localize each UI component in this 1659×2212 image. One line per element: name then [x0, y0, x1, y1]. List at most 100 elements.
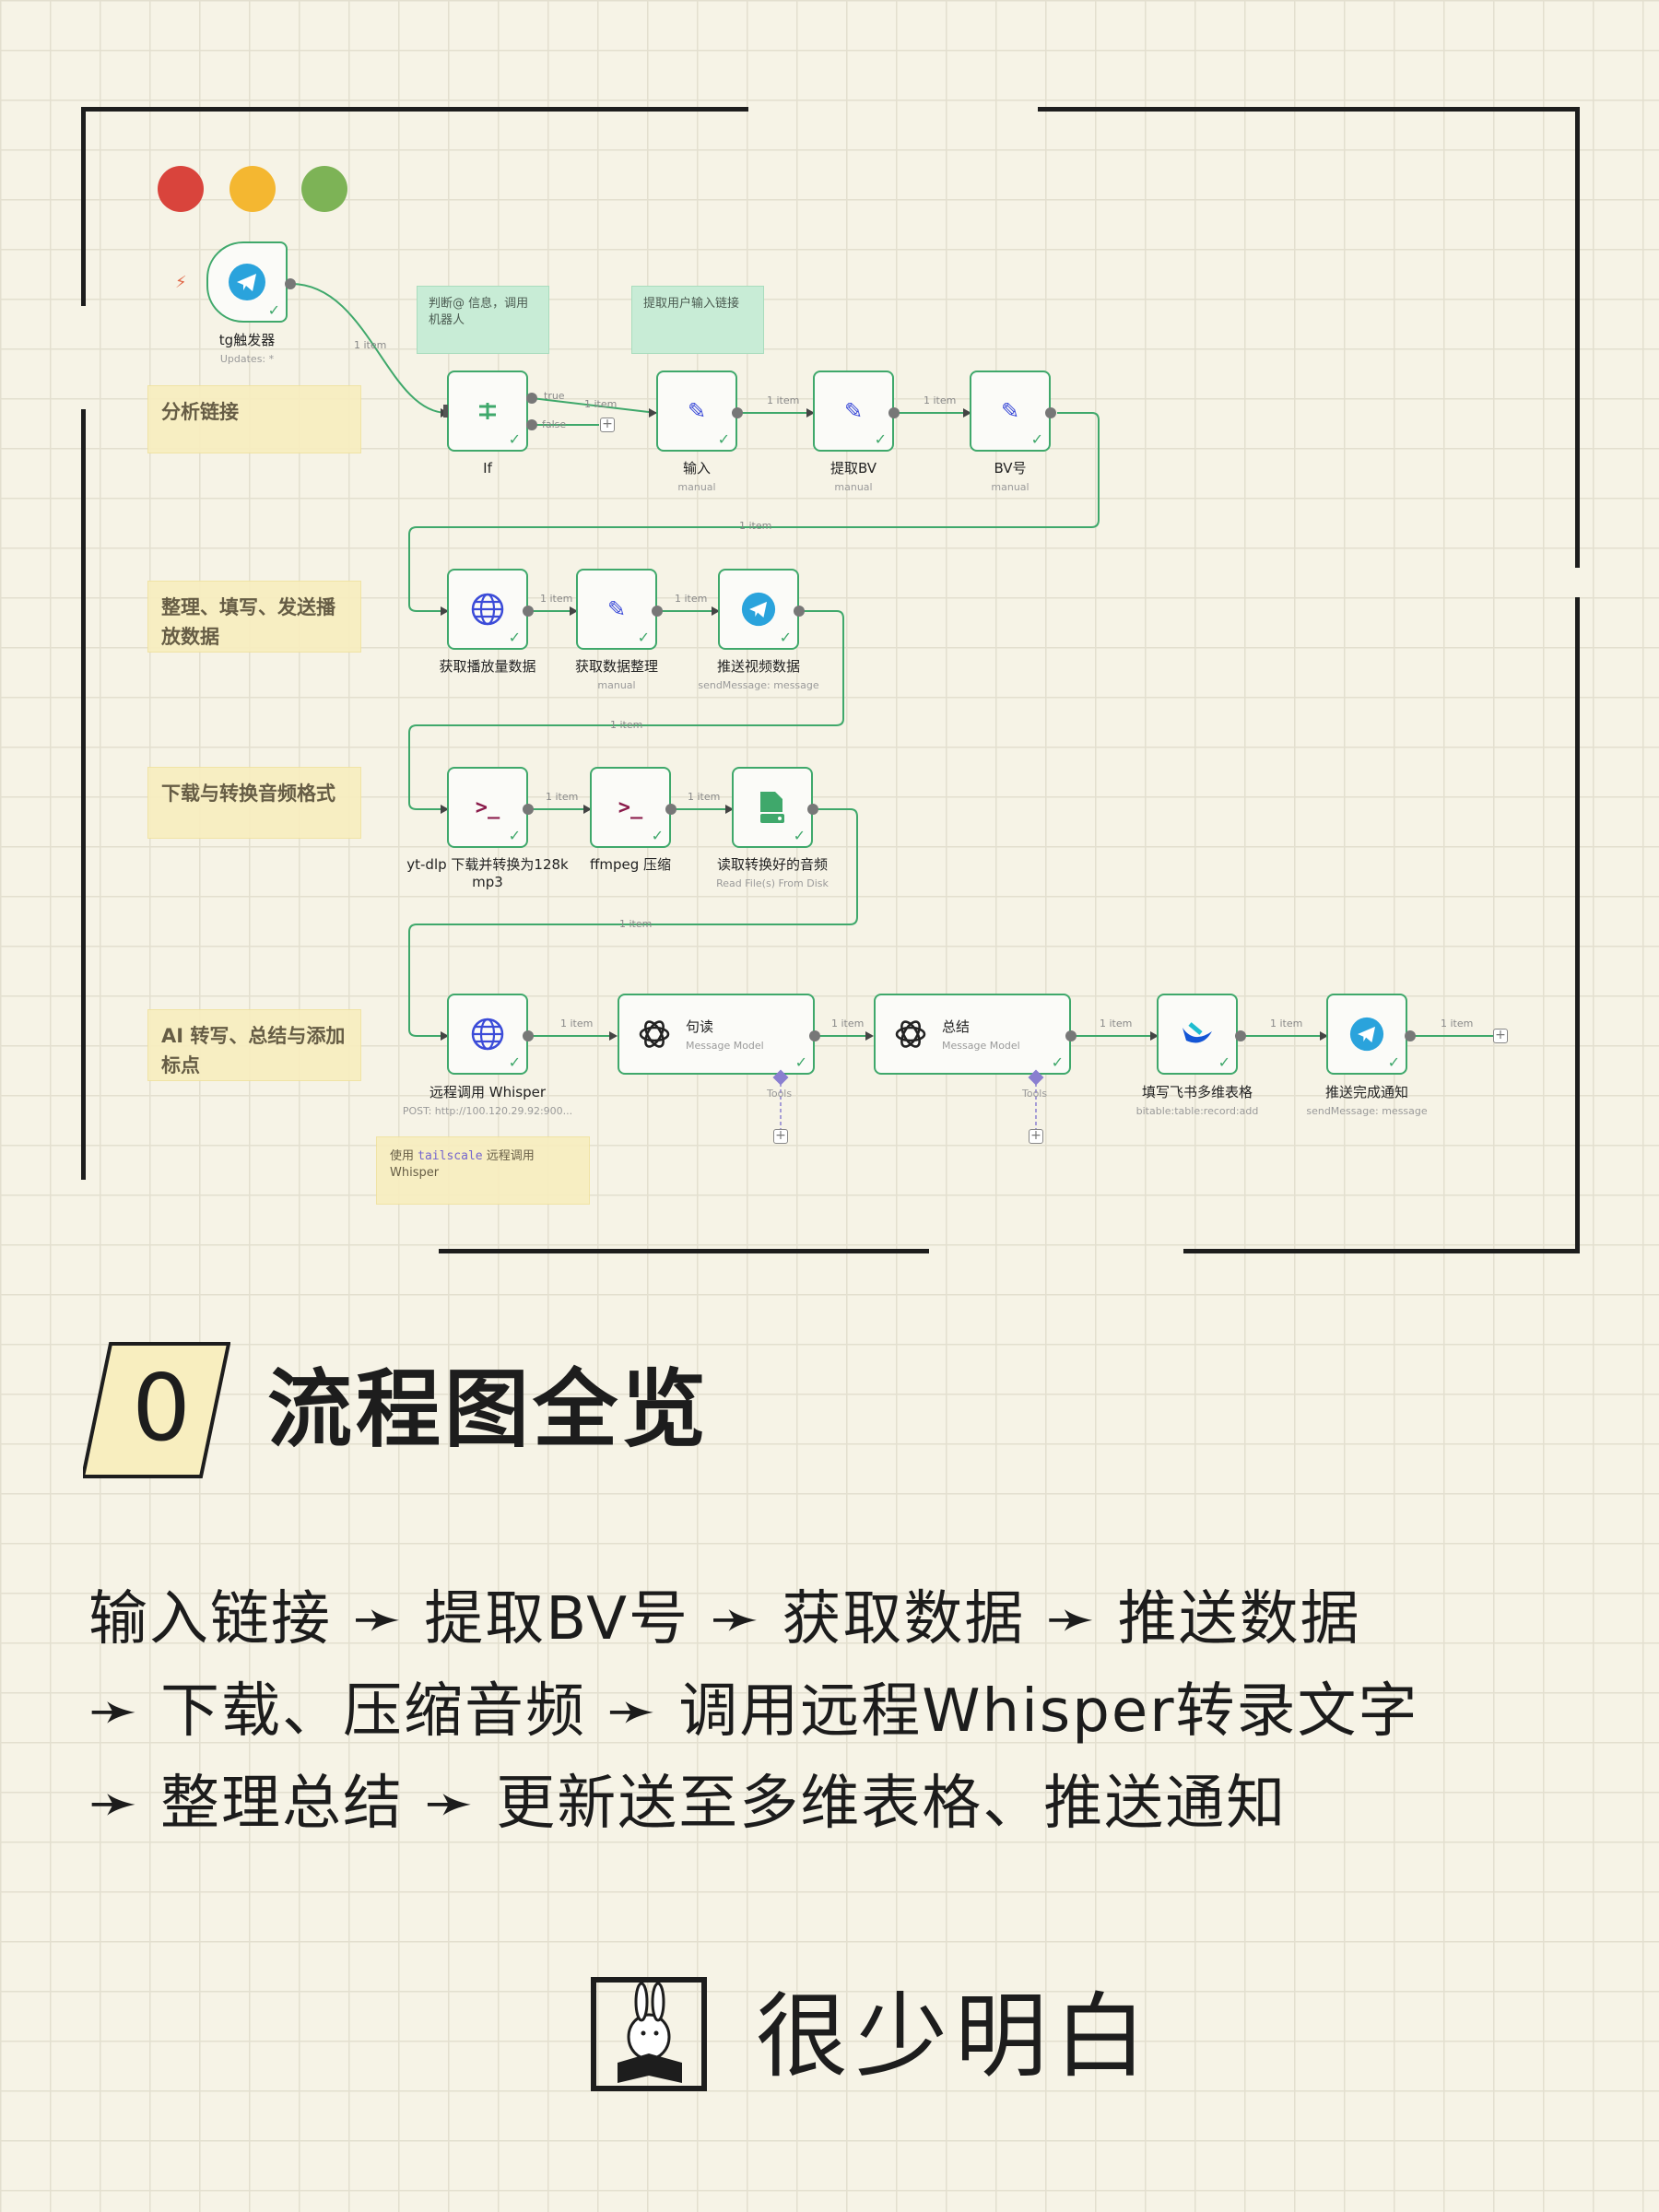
node-label: yt-dlp 下载并转换为128k mp3: [406, 856, 569, 890]
check-icon: ✓: [794, 1053, 807, 1071]
node-feishu[interactable]: ✓: [1157, 994, 1238, 1075]
node-notify[interactable]: ✓: [1326, 994, 1407, 1075]
port-out[interactable]: [1235, 1030, 1246, 1041]
port-out[interactable]: [809, 1030, 820, 1041]
edge-false-label: false: [542, 418, 567, 430]
port-out-true[interactable]: [526, 393, 537, 404]
sticky-download-audio: 下载与转换音频格式: [147, 767, 361, 839]
edge-label: 1 item: [584, 398, 618, 410]
port-out[interactable]: [523, 1030, 534, 1041]
frame-left-top: [81, 107, 86, 306]
minimize-window-dot[interactable]: [229, 166, 276, 212]
edge-label: 1 item: [610, 719, 643, 731]
port-out[interactable]: [285, 278, 296, 289]
node-tg-trigger[interactable]: ✓: [206, 241, 288, 323]
node-sub: bitable:table:record:add: [1135, 1105, 1259, 1117]
node-fetch-play[interactable]: ✓: [447, 569, 528, 650]
node-if[interactable]: ✓: [447, 371, 528, 452]
telegram-icon: [1349, 1017, 1384, 1052]
node-extract-bv[interactable]: ✎✓: [813, 371, 894, 452]
node-input[interactable]: ✎✓: [656, 371, 737, 452]
port-in[interactable]: [443, 405, 448, 418]
add-node-button[interactable]: +: [1493, 1029, 1508, 1043]
pencil-icon: ✎: [1000, 398, 1020, 424]
node-label: 推送完成通知: [1324, 1084, 1408, 1100]
node-sub: Updates: *: [219, 353, 275, 365]
node-sub: Message Model: [942, 1040, 1020, 1052]
add-tool-button[interactable]: +: [773, 1129, 788, 1144]
frame-right-top: [1575, 107, 1580, 568]
file-disk-icon: [760, 792, 784, 823]
tailscale-code: tailscale: [418, 1149, 483, 1163]
sticky-ai-transcribe: AI 转写、总结与添加标点: [147, 1009, 361, 1081]
edge-label: 1 item: [1270, 1018, 1303, 1030]
port-out[interactable]: [665, 804, 677, 815]
port-out[interactable]: [807, 804, 818, 815]
node-sub: POST: http://100.120.29.92:900...: [402, 1105, 573, 1117]
edge-label: 1 item: [767, 394, 800, 406]
edge-label: 1 item: [619, 918, 653, 930]
frame-right-bottom: [1575, 597, 1580, 1253]
check-icon: ✓: [717, 430, 730, 448]
node-whisper[interactable]: ✓: [447, 994, 528, 1075]
note-extract-link: 提取用户输入链接: [631, 286, 764, 354]
node-label: 获取数据整理: [574, 658, 658, 675]
add-node-button[interactable]: +: [600, 418, 615, 432]
section-number: 0: [132, 1354, 191, 1462]
node-bv-number[interactable]: ✎✓: [970, 371, 1051, 452]
edge-label: 1 item: [675, 593, 708, 605]
check-icon: ✓: [508, 827, 521, 844]
note-judge-mention: 判断@ 信息，调用机器人: [417, 286, 549, 354]
port-out[interactable]: [732, 407, 743, 418]
check-icon: ✓: [267, 301, 280, 319]
add-tool-button[interactable]: +: [1029, 1129, 1043, 1144]
check-icon: ✓: [793, 827, 806, 844]
openai-icon: [639, 1020, 670, 1048]
node-organize-data[interactable]: ✎✓: [576, 569, 657, 650]
port-out[interactable]: [523, 804, 534, 815]
trigger-bolt-icon: ⚡: [175, 273, 187, 292]
pencil-icon: ✎: [687, 398, 707, 424]
node-punctuation[interactable]: 句读 Message Model ✓: [618, 994, 815, 1075]
node-label: ffmpeg 压缩: [590, 856, 671, 873]
node-summary[interactable]: 总结 Message Model ✓: [874, 994, 1071, 1075]
node-push-video[interactable]: ✓: [718, 569, 799, 650]
node-label: tg触发器: [218, 332, 276, 348]
tailscale-suffix: 远程调用 Whisper: [390, 1149, 535, 1180]
port-out[interactable]: [523, 606, 534, 617]
frame-top-right: [1038, 107, 1580, 112]
node-ytdlp[interactable]: >_✓: [447, 767, 528, 848]
node-sub: sendMessage: message: [698, 679, 819, 691]
check-icon: ✓: [1387, 1053, 1400, 1071]
summary-line: 输入链接 ➛ 提取BV号 ➛ 获取数据 ➛ 推送数据: [88, 1585, 1361, 1653]
port-out[interactable]: [794, 606, 805, 617]
workflow-connections: [290, 283, 1493, 1129]
check-icon: ✓: [508, 1053, 521, 1071]
port-out[interactable]: [1065, 1030, 1077, 1041]
port-out[interactable]: [1405, 1030, 1416, 1041]
node-label: 推送视频数据: [716, 658, 800, 675]
check-icon: ✓: [1030, 430, 1043, 448]
node-sub: manual: [677, 481, 716, 493]
section-title: 流程图全览: [267, 1360, 711, 1459]
tools-label: Tools: [767, 1088, 793, 1100]
tools-label: Tools: [1022, 1088, 1048, 1100]
sticky-tailscale-note: 使用 tailscale 远程调用 Whisper: [376, 1136, 590, 1205]
node-read-audio[interactable]: ✓: [732, 767, 813, 848]
check-icon: ✓: [637, 629, 650, 646]
check-icon: ✓: [1051, 1053, 1064, 1071]
port-out[interactable]: [652, 606, 663, 617]
sticky-organize-data: 整理、填写、发送播放数据: [147, 581, 361, 653]
maximize-window-dot[interactable]: [301, 166, 347, 212]
node-label: 读取转换好的音频: [716, 856, 828, 873]
node-label: 总结: [942, 1018, 971, 1035]
node-ffmpeg[interactable]: >_✓: [590, 767, 671, 848]
edge-label: 1 item: [354, 339, 387, 351]
close-window-dot[interactable]: [158, 166, 204, 212]
port-out[interactable]: [1045, 407, 1056, 418]
port-out-false[interactable]: [526, 419, 537, 430]
node-label: 输入: [682, 460, 711, 477]
port-out[interactable]: [888, 407, 900, 418]
feishu-icon: [1182, 1022, 1212, 1043]
edge-true-label: true: [544, 390, 565, 402]
